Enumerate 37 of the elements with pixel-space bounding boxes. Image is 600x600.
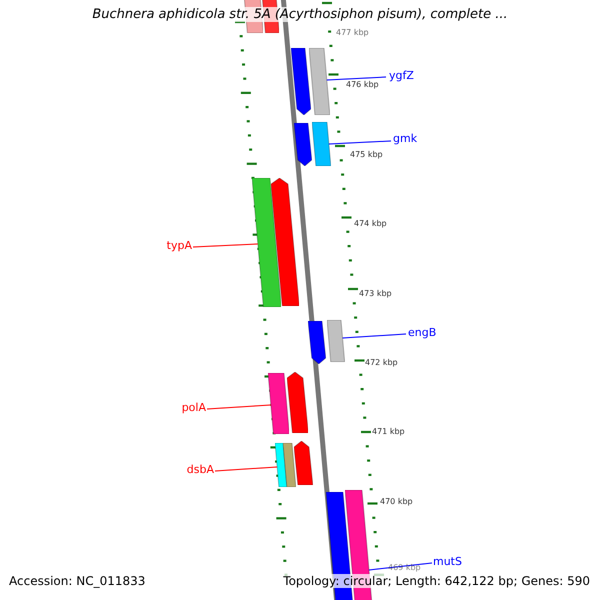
scale-label: 475 kbp xyxy=(350,150,383,159)
scale-label: 474 kbp xyxy=(354,219,387,228)
gene-label: typA xyxy=(166,239,192,252)
leader-line xyxy=(192,244,258,248)
scale-label: 471 kbp xyxy=(372,427,405,436)
leader-line xyxy=(326,76,386,80)
gene-bar xyxy=(308,321,326,364)
gene-label: ygfZ xyxy=(389,69,414,82)
genome-info-text: Topology: circular; Length: 642,122 bp; Genes: 590 xyxy=(283,574,590,588)
gene-bar xyxy=(275,443,287,487)
leader-line xyxy=(342,334,406,338)
leader-line xyxy=(206,404,272,410)
title: Buchnera aphidicola str. 5A (Acyrthosiphon pisum), complete ... xyxy=(92,7,508,22)
gene-bar xyxy=(283,443,296,487)
gene-bar xyxy=(268,373,290,434)
gene-bar xyxy=(312,122,331,166)
gene-bar xyxy=(291,48,311,115)
gene-label: gmk xyxy=(393,132,418,145)
gene-label: dsbA xyxy=(186,463,214,476)
gene-bar xyxy=(287,372,308,433)
scale-label: 476 kbp xyxy=(346,80,379,89)
scale-label: 473 kbp xyxy=(359,289,392,298)
gene-label: polA xyxy=(182,401,206,414)
scale-label: 477 kbp xyxy=(336,28,369,37)
gene-bar xyxy=(309,48,330,115)
leader-line xyxy=(328,140,392,144)
gene-bar xyxy=(294,441,313,485)
leader-line xyxy=(214,466,278,472)
scale-label: 470 kbp xyxy=(380,497,413,506)
gene-bar xyxy=(294,123,312,166)
gene-label: mutS xyxy=(433,555,462,568)
gene-bar xyxy=(252,178,282,307)
scale-label: 472 kbp xyxy=(365,358,398,367)
accession-text: Accession: NC_011833 xyxy=(9,574,146,588)
gene-label: engB xyxy=(408,326,436,339)
gene-bar xyxy=(271,178,300,306)
gene-bar xyxy=(327,320,345,362)
